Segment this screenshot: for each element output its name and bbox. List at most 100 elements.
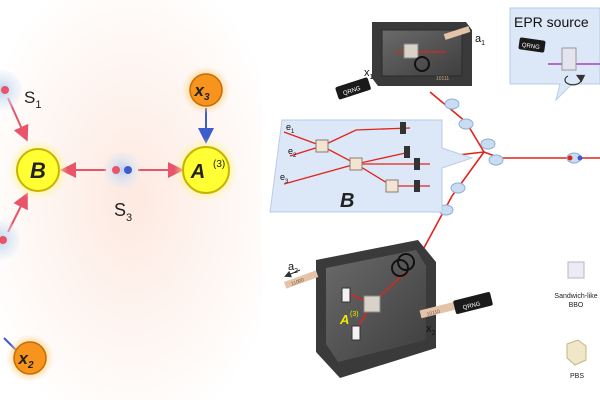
- source-s3: S3: [104, 152, 140, 224]
- legend-bbo-label-line1: Sandwich-like: [554, 293, 597, 300]
- source-s2: [0, 220, 20, 260]
- station-a3-input-label: x: [426, 323, 432, 335]
- svg-text:x2: x2: [426, 323, 436, 337]
- node-a3: A (3): [174, 138, 238, 202]
- station-b-label: B: [340, 190, 354, 212]
- photon-packet-1: [444, 98, 460, 110]
- node-b: B: [8, 140, 68, 200]
- station-a1-pbs: [403, 43, 419, 59]
- experiment-setup: EPR source QRNG: [269, 7, 600, 380]
- source-s3-red-particle: [112, 166, 120, 174]
- fiber-bottom-station: [411, 151, 485, 271]
- station-a1-waveplate: [414, 56, 430, 72]
- photon-packet-2: [458, 118, 474, 130]
- station-a3-detector-2: [351, 325, 361, 341]
- source-s3-blue-particle: [124, 166, 132, 174]
- epr-qrng-label: QRNG: [521, 43, 540, 51]
- source-s1-bubble: [0, 70, 22, 110]
- photon-packet-3: [480, 138, 496, 150]
- node-x3: x3: [182, 66, 230, 114]
- legend-bbo-label-line2: BBO: [569, 302, 584, 309]
- station-a3-detector-1: [341, 287, 351, 303]
- output-e1-subscript: 1: [291, 129, 295, 135]
- svg-text:x2: x2: [17, 349, 33, 371]
- output-e3-label: e: [280, 172, 285, 182]
- station-a1-qrng-label: QRNG: [343, 86, 362, 97]
- node-b-circle: [16, 148, 60, 192]
- station-a3-output-fiber: [283, 270, 319, 289]
- node-a3-superscript: (3): [213, 159, 225, 170]
- output-e2-label: e: [288, 146, 293, 156]
- beam-e3: [283, 163, 430, 187]
- epr-rotation-arrow: [564, 74, 586, 86]
- station-a1-input-label: x: [364, 67, 370, 79]
- node-b-label: B: [30, 158, 46, 183]
- beam-e2: [289, 145, 411, 165]
- pbs-cube-3: [385, 179, 399, 193]
- output-e3-subscript: 3: [285, 179, 289, 185]
- source-s1-particle: [1, 86, 9, 94]
- station-a3-input-fiber: [419, 301, 457, 319]
- source-s3-label: S: [114, 200, 126, 220]
- detector-e1: [400, 122, 406, 134]
- station-a3-output-label: a: [288, 261, 295, 273]
- svg-text:x3: x3: [193, 81, 209, 103]
- legend-bbo-icon: [567, 261, 585, 279]
- output-e1-label: e: [286, 122, 291, 132]
- station-a1-box: a1 x1 QRNG 10111: [335, 22, 485, 100]
- source-s3-subscript: 3: [126, 212, 132, 224]
- output-e2-subscript: 2: [293, 153, 297, 159]
- station-a3-input-subscript: 2: [432, 330, 436, 337]
- svg-text:e2: e2: [288, 146, 297, 159]
- detector-e3: [414, 180, 420, 192]
- network-background: [0, 0, 262, 400]
- legend-pbs-icon: [566, 339, 587, 366]
- source-s2-particle: [0, 236, 7, 244]
- station-a1-bits: 10111: [436, 76, 449, 82]
- station-b-callout: [269, 119, 474, 213]
- source-s3-bubble: [104, 152, 140, 188]
- photon-packet-5: [450, 182, 466, 194]
- epr-source-panel: EPR source QRNG: [509, 7, 600, 102]
- node-x2: x2: [6, 334, 54, 382]
- svg-text:a2: a2: [288, 261, 298, 275]
- station-b-panel: e1 e2 e3 B: [269, 119, 474, 213]
- node-x2-subscript: 2: [27, 360, 34, 371]
- epr-crystal: [561, 47, 577, 71]
- station-a3-output-arrow: [284, 269, 301, 278]
- photon-packets: [438, 98, 583, 216]
- node-a3-label: A: [190, 161, 205, 183]
- svg-text:e3: e3: [280, 172, 289, 185]
- pbs-cube-1: [315, 139, 329, 153]
- legend: Sandwich-like BBO PBS: [554, 261, 598, 380]
- node-x3-label: x: [193, 81, 205, 100]
- svg-text:S1: S1: [24, 88, 41, 111]
- station-b-detectors: [400, 122, 420, 192]
- photon-dot-red: [567, 155, 573, 161]
- station-a3-superscript: (3): [350, 311, 359, 318]
- node-x2-circle: [13, 341, 47, 375]
- source-s1-label: S: [24, 88, 35, 107]
- station-a3-waveplate-2: [397, 253, 415, 271]
- station-a3-output-bits: 11000: [290, 277, 305, 287]
- source-s1: S1: [0, 70, 41, 111]
- legend-pbs-label: PBS: [570, 373, 584, 380]
- epr-qrng-device: [518, 37, 546, 53]
- station-a3-waveplate-1: [391, 259, 409, 277]
- node-x3-circle: [189, 73, 223, 107]
- pbs-cube-2: [349, 157, 363, 171]
- epr-source-title: EPR source: [514, 14, 589, 30]
- node-x3-subscript: 3: [204, 92, 210, 103]
- station-a3-qrng: [453, 292, 493, 314]
- svg-text:a1: a1: [475, 33, 485, 47]
- photon-packet-4: [488, 154, 504, 166]
- source-s1-subscript: 1: [35, 99, 41, 111]
- station-a1-input-subscript: 1: [370, 74, 374, 81]
- network-diagram: S1 S3 B A (3): [0, 0, 262, 400]
- photon-dot-blue: [577, 155, 583, 161]
- svg-text:x1: x1: [364, 67, 374, 81]
- svg-text:S3: S3: [114, 200, 132, 224]
- station-a1-output-label: a: [475, 33, 482, 45]
- station-a3-label: A: [339, 312, 349, 327]
